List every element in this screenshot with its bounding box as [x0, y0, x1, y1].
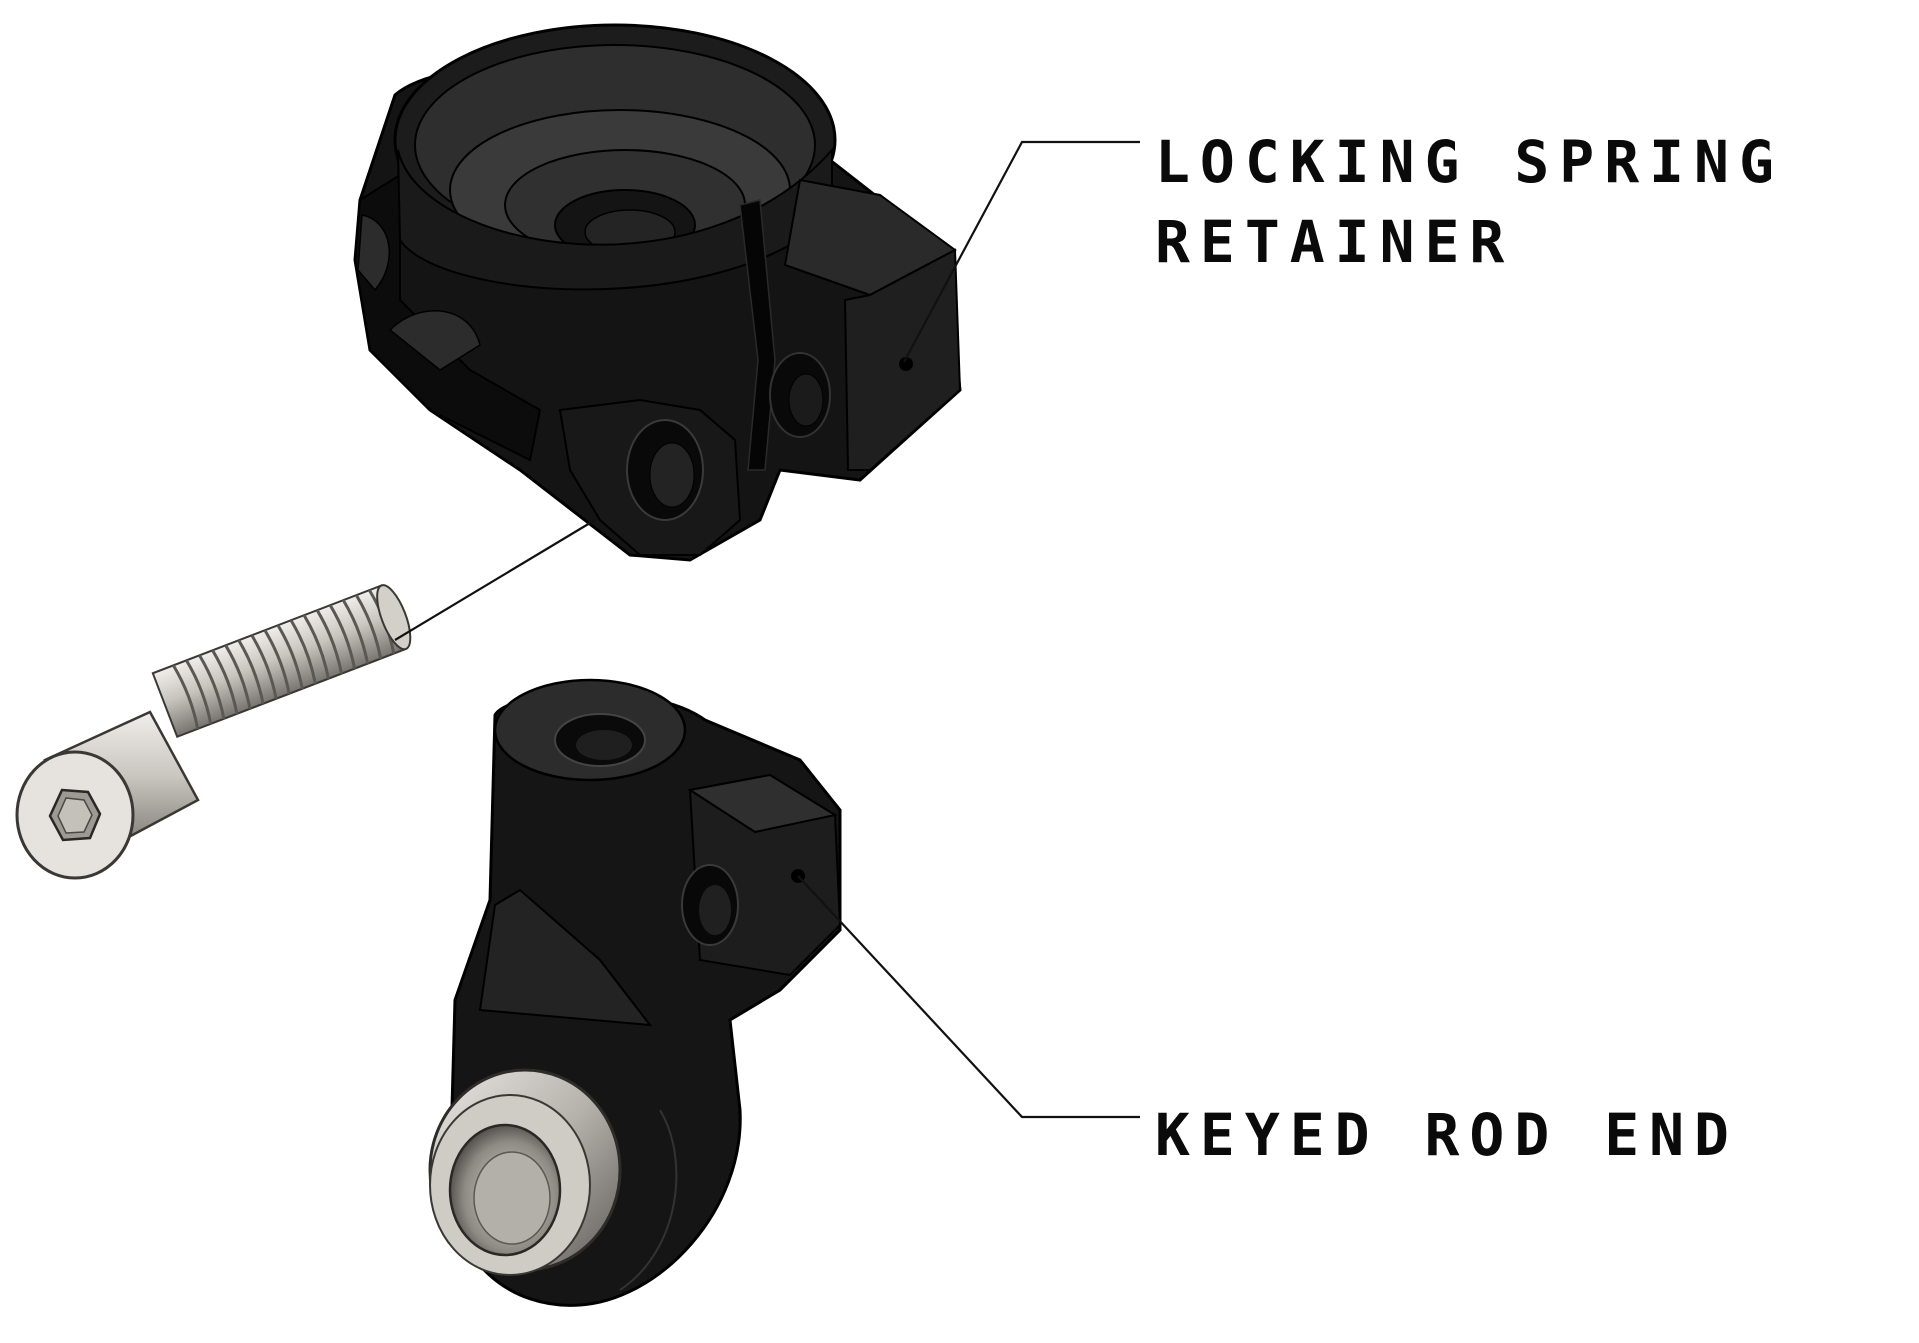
retainer-cup-front-wall [397, 147, 833, 291]
rod-end-taper-face [478, 888, 653, 1027]
retainer-scallop-front [388, 309, 481, 371]
rod-end-key-boss-top [687, 773, 838, 834]
rod-end-boss-bore-inner [576, 730, 632, 760]
retainer-lug-hole-inner [649, 442, 695, 508]
retainer-scallop-left [357, 214, 390, 292]
leader-line-retainer [903, 140, 1140, 363]
label-retainer-line1: LOCKING SPRING [1155, 128, 1784, 196]
leader-line-screw [394, 519, 596, 641]
retainer-dowel-hole [899, 357, 913, 371]
socket-head-cap-screw-part [15, 584, 412, 880]
retainer-clamp-hole-inner [788, 373, 824, 427]
rod-end-bushing-bore-inner [473, 1151, 551, 1245]
leader-line-rod-end [797, 875, 1140, 1119]
screw-hex-socket-depth [57, 797, 93, 834]
locking-spring-retainer-part [353, 23, 962, 562]
rod-end-eye-bevel [619, 1109, 678, 1291]
label-rod-end: KEYED ROD END [1155, 1101, 1739, 1169]
keyed-rod-end-part [428, 678, 842, 1307]
screw-thread-shank [151, 584, 412, 739]
rod-end-side-hole-inner [699, 885, 731, 935]
callout-label-retainer: LOCKING SPRING RETAINER [1155, 128, 1784, 276]
label-retainer-line2: RETAINER [1155, 208, 1514, 276]
leader-lines [394, 140, 1140, 1119]
retainer-split-slot [739, 199, 776, 471]
callout-label-rod-end: KEYED ROD END [1155, 1101, 1739, 1169]
